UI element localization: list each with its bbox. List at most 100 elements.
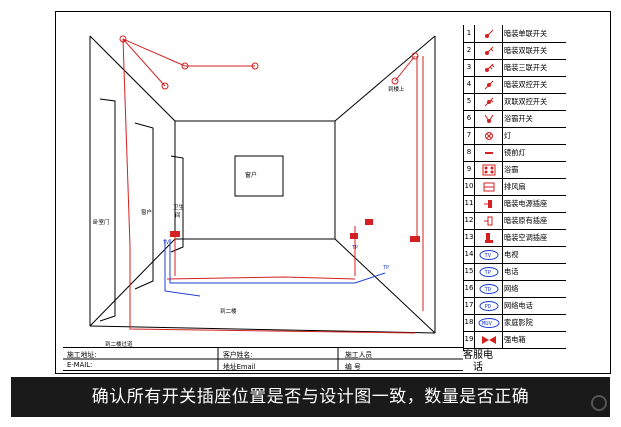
power-box-icon xyxy=(475,331,503,348)
weak-current-wiring xyxy=(164,239,386,297)
power-socket-icon xyxy=(475,195,503,212)
double-switch-icon xyxy=(475,42,503,59)
tel-mark: TP xyxy=(352,245,358,251)
title-block: 施工地址: 客户姓名: 施工人员 E-MAIL: 地址Email 编 号 xyxy=(63,347,611,371)
legend-number: 8 xyxy=(464,144,475,161)
bathroom-label-1: 卫生 xyxy=(173,203,185,211)
legend-number: 1 xyxy=(464,25,475,42)
tel-mark-2: TP xyxy=(383,265,389,271)
legend-number: 5 xyxy=(464,93,475,110)
legend-number: 3 xyxy=(464,59,475,76)
wall-drop-1 xyxy=(122,38,131,247)
legend-label: 网络电话 xyxy=(504,301,533,310)
ceiling-lamp-4 xyxy=(161,82,169,90)
legend-label: 灯 xyxy=(504,131,512,140)
exhaust-fan-icon xyxy=(475,178,503,195)
blue-wire-2 xyxy=(169,239,386,284)
socket-far-right xyxy=(410,236,420,242)
title-block-grid xyxy=(63,347,463,371)
legend-number: 19 xyxy=(464,331,475,348)
upstairs-label: 到楼上 xyxy=(388,85,405,93)
triple-switch-icon xyxy=(475,59,503,76)
ceiling-wiring xyxy=(122,38,424,311)
svg-text:TP: TP xyxy=(484,270,491,276)
ceiling-lamp-6 xyxy=(391,77,399,85)
double-two-way-switch-icon xyxy=(475,93,503,110)
legend-number: 13 xyxy=(464,229,475,246)
legend-label: 电视 xyxy=(504,250,519,259)
ceiling-lamp-3 xyxy=(251,62,259,70)
watermark-icon xyxy=(591,395,607,411)
legend-label: 暗装原有插座 xyxy=(504,216,548,225)
socket-left xyxy=(170,231,180,237)
ceiling-lamp-1 xyxy=(119,35,127,43)
legend-label: 家庭影院 xyxy=(504,318,533,327)
svg-text:TV: TV xyxy=(484,253,491,259)
room-drawing: 窗户 卧室门 窗户 卫生 间 到楼上 TV TP xyxy=(89,35,436,348)
left-door-label: 卧室门 xyxy=(93,218,110,226)
left-door xyxy=(99,98,116,322)
socket-right xyxy=(350,233,358,239)
legend-label: 网络 xyxy=(504,284,519,293)
left-wall-top-edge xyxy=(89,35,176,122)
to-second-floor-label: 到二楼 xyxy=(220,307,237,315)
network-phone-icon: PD xyxy=(475,297,503,314)
legend-label: 暗装电源插座 xyxy=(504,199,548,208)
legend-number: 6 xyxy=(464,110,475,127)
window xyxy=(234,155,284,197)
legend-number: 10 xyxy=(464,178,475,195)
legend-row: 11 暗装电源插座 xyxy=(464,195,566,213)
legend-number: 2 xyxy=(464,42,475,59)
svg-text:TD: TD xyxy=(484,287,491,293)
legend-number: 18 xyxy=(464,314,475,331)
legend-label: 电话 xyxy=(504,267,519,276)
legend-label: 浴霸开关 xyxy=(504,114,533,123)
caption-text: 确认所有开关插座位置是否与设计图一致，数量是否正确 xyxy=(91,387,530,407)
ceiling-wire-2 xyxy=(122,38,166,87)
ceiling-wire-right xyxy=(394,55,416,82)
middle-door-label: 窗户 xyxy=(141,208,152,216)
legend-label: 暗装双控开关 xyxy=(504,80,548,89)
legend-number: 11 xyxy=(464,195,475,212)
email-value: 地址Email xyxy=(223,363,256,371)
floor-wire-1 xyxy=(129,246,416,334)
legend-row: 15 TP 电话 xyxy=(464,263,566,281)
legend-number: 15 xyxy=(464,263,475,280)
site-address-label: 施工地址: xyxy=(67,351,97,359)
legend-row: 13 暗装空调插座 xyxy=(464,229,566,247)
two-way-switch-icon xyxy=(475,76,503,93)
blue-wire-1 xyxy=(164,239,201,297)
bath-heater-switch-icon xyxy=(475,110,503,127)
window-label: 窗户 xyxy=(245,171,257,179)
legend-label: 暗装空调插座 xyxy=(504,233,548,242)
legend-label: 双联双控开关 xyxy=(504,97,548,106)
drawing-frame xyxy=(55,11,611,374)
legend-label: 浴霸 xyxy=(504,165,519,174)
legend-number: 16 xyxy=(464,280,475,297)
legend-label: 暗装单联开关 xyxy=(504,29,548,38)
single-switch-icon xyxy=(475,25,503,42)
legend-number: 12 xyxy=(464,212,475,229)
ac-socket-icon xyxy=(475,229,503,246)
svg-text:PD: PD xyxy=(484,304,491,310)
network-icon: TD xyxy=(475,280,503,297)
legend-row: 2 暗装双联开关 xyxy=(464,42,566,60)
existing-socket-icon xyxy=(475,212,503,229)
legend-row: 6 浴霸开关 xyxy=(464,110,566,128)
ceiling-lamp-5 xyxy=(411,52,419,60)
legend-label: 强电箱 xyxy=(504,335,526,344)
legend-label: 暗装三联开关 xyxy=(504,63,548,72)
legend-label: 暗装双联开关 xyxy=(504,46,548,55)
bathroom-door xyxy=(170,155,184,253)
lamp-icon xyxy=(475,127,503,144)
floor-wiring xyxy=(129,226,416,334)
legend-row: 16 TD 网络 xyxy=(464,280,566,298)
tv-mark: TV xyxy=(163,240,169,246)
